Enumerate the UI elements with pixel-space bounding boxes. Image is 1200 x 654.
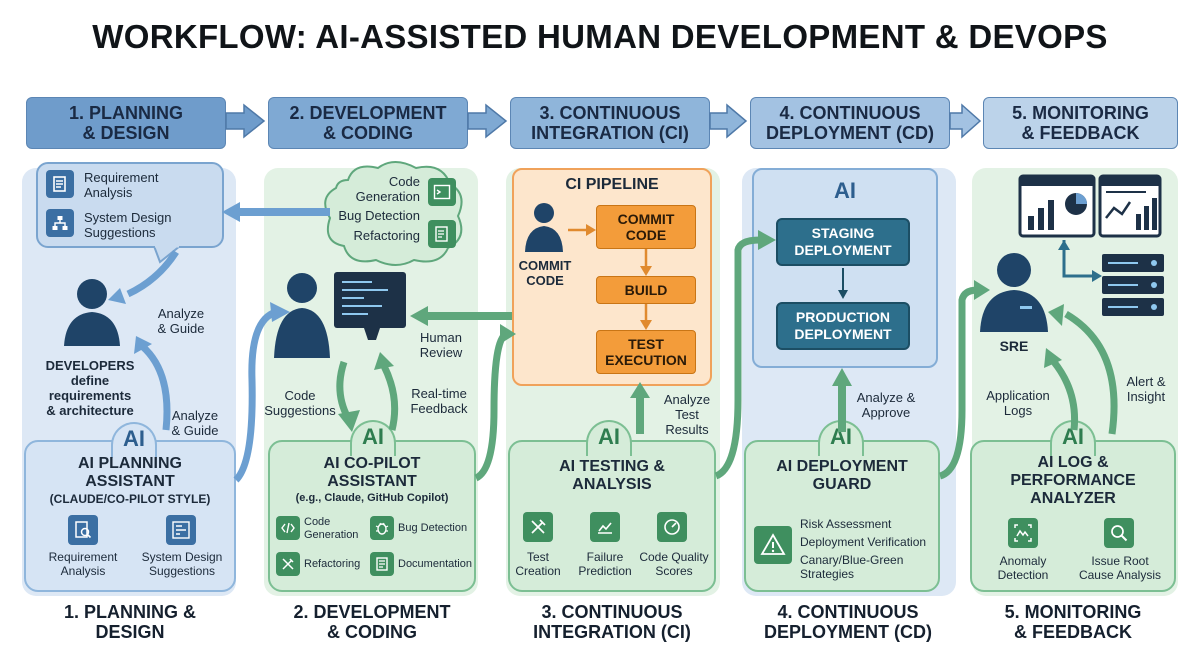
monitoring-feature-root-cause: Issue Root Cause Analysis [1078, 554, 1162, 582]
stage-arrows [225, 103, 982, 139]
realtime-feedback-label: Real-time Feedback [410, 386, 468, 416]
trend-chart-icon [590, 512, 620, 542]
ai-log-analyzer-title: AI LOG & PERFORMANCE ANALYZER [1010, 454, 1136, 507]
ai-copilot-assistant-title: AI CO-PILOT ASSISTANT [323, 455, 421, 490]
ci-step-build[interactable]: BUILD [596, 276, 696, 304]
ci-step-commit[interactable]: COMMIT CODE [596, 205, 696, 249]
ci-step-test[interactable]: TEST EXECUTION [596, 330, 696, 374]
test-tools-icon [523, 512, 553, 542]
documentation-icon [370, 552, 394, 576]
cloud-item-refactoring: Refactoring [353, 228, 420, 243]
cloud-item-code-generation: Code Generation [355, 174, 420, 204]
document-icon [46, 170, 74, 198]
planning-bubble-item-requirement: Requirement Analysis [84, 170, 159, 200]
human-review-label: Human Review [419, 330, 463, 360]
cd-feature-risk-assessment: Risk Assessment [800, 517, 892, 531]
committer-person-icon [525, 203, 563, 252]
ci-feature-code-quality: Code Quality Scores [639, 550, 709, 578]
cloud-item-bug-detection: Bug Detection [338, 208, 420, 223]
ci-flow-arrows [568, 224, 652, 330]
developer-person-icon [64, 279, 120, 346]
footer-label-development: 2. DEVELOPMENT & CODING [293, 602, 451, 642]
ci-feature-test-creation: Test Creation [515, 550, 561, 578]
alert-insight-label: Alert & Insight [1126, 374, 1166, 404]
planning-feature-requirement: Requirement Analysis [48, 550, 118, 578]
production-deployment-box[interactable]: PRODUCTION DEPLOYMENT [776, 302, 910, 350]
terminal-gear-icon [428, 178, 456, 206]
ai-badge-bg [586, 420, 632, 456]
ai-log-performance-analyzer-card[interactable] [970, 440, 1176, 592]
dashboard-monitors-icon [1018, 174, 1162, 238]
ai-planning-assistant-sub: (CLAUDE/CO-PILOT STYLE) [49, 492, 211, 506]
cd-feature-canary: Canary/Blue-Green Strategies [800, 553, 904, 581]
analyze-test-results-label: Analyze Test Results [663, 392, 711, 437]
planning-bubble-item-design: System Design Suggestions [84, 210, 172, 240]
arrow-right-icon [225, 103, 982, 139]
ai-badge-monitoring: AI [1062, 424, 1084, 449]
ai-badge-development: AI [362, 424, 384, 449]
stage-header-monitoring[interactable]: 5. MONITORING & FEEDBACK [983, 97, 1178, 149]
ai-deployment-guard-card[interactable] [744, 440, 940, 592]
warning-icon [754, 526, 792, 564]
page-title: WORKFLOW: AI-ASSISTED HUMAN DEVELOPMENT … [92, 18, 1108, 55]
quality-gauge-icon [657, 512, 687, 542]
planning-feature-design: System Design Suggestions [141, 550, 223, 578]
ai-copilot-assistant-sub: (e.g., Claude, GitHub Copilot) [295, 492, 449, 504]
analyze-approve-label: Analyze & Approve [856, 390, 916, 420]
bubble-tail [152, 246, 182, 264]
edit-doc-icon [428, 220, 456, 248]
cd-panel-ai-badge: AI [834, 178, 856, 203]
tools-icon [276, 552, 300, 576]
ai-badge-ci: AI [598, 424, 620, 449]
ai-planning-assistant-title: AI PLANNING ASSISTANT [78, 455, 182, 490]
staging-deployment-box[interactable]: STAGING DEPLOYMENT [776, 218, 910, 266]
staging-to-production-arrow [838, 268, 848, 299]
copilot-feature-bug-detection: Bug Detection [398, 522, 468, 534]
sre-label: SRE [999, 338, 1029, 354]
ci-feature-failure-prediction: Failure Prediction [578, 550, 632, 578]
ai-deployment-guard-title: AI DEPLOYMENT GUARD [776, 458, 908, 493]
copilot-feature-refactoring: Refactoring [304, 558, 361, 570]
sre-person-icon [980, 253, 1048, 332]
footer-label-cd: 4. CONTINUOUS DEPLOYMENT (CD) [764, 602, 932, 642]
stage-header-planning[interactable]: 1. PLANNING & DESIGN [26, 97, 226, 149]
ai-badge-cd: AI [830, 424, 852, 449]
developers-label: DEVELOPERS define requirements & archite… [45, 358, 135, 418]
footer-label-ci: 3. CONTINUOUS INTEGRATION (CI) [533, 602, 691, 642]
ci-commit-label: COMMIT CODE [518, 258, 572, 288]
code-suggestions-label: Code Suggestions [264, 388, 336, 418]
stage-header-cd[interactable]: 4. CONTINUOUS DEPLOYMENT (CD) [750, 97, 950, 149]
code-brackets-icon [276, 516, 300, 540]
magnifier-icon [1104, 518, 1134, 548]
stage-header-ci[interactable]: 3. CONTINUOUS INTEGRATION (CI) [510, 97, 710, 149]
anomaly-detection-icon [1008, 518, 1038, 548]
developer-screen-icon [274, 272, 406, 358]
application-logs-label: Application Logs [986, 388, 1050, 418]
copilot-feature-documentation: Documentation [398, 558, 472, 570]
planning-analyze-guide-top: Analyze & Guide [157, 306, 205, 336]
ai-badge-planning: AI [123, 426, 145, 451]
cd-feature-deployment-verification: Deployment Verification [800, 535, 927, 549]
doc-search-icon [68, 515, 98, 545]
ci-pipeline-title: CI PIPELINE [565, 176, 659, 193]
ai-testing-analysis-title: AI TESTING & ANALYSIS [559, 458, 665, 493]
design-flow-icon [166, 515, 196, 545]
server-icon [1102, 254, 1164, 316]
footer-label-monitoring: 5. MONITORING & FEEDBACK [1004, 602, 1142, 642]
ai-planning-assistant-card[interactable] [24, 440, 236, 592]
footer-label-planning: 1. PLANNING & DESIGN [63, 602, 196, 642]
stage-header-development[interactable]: 2. DEVELOPMENT & CODING [268, 97, 468, 149]
monitor-server-link [1058, 240, 1102, 282]
hierarchy-icon [46, 209, 74, 237]
bug-icon [370, 516, 394, 540]
monitoring-feature-anomaly: Anomaly Detection [997, 554, 1049, 582]
copilot-feature-code-generation: Code Generation [304, 516, 359, 541]
planning-analyze-guide-bottom: Analyze & Guide [171, 408, 219, 438]
